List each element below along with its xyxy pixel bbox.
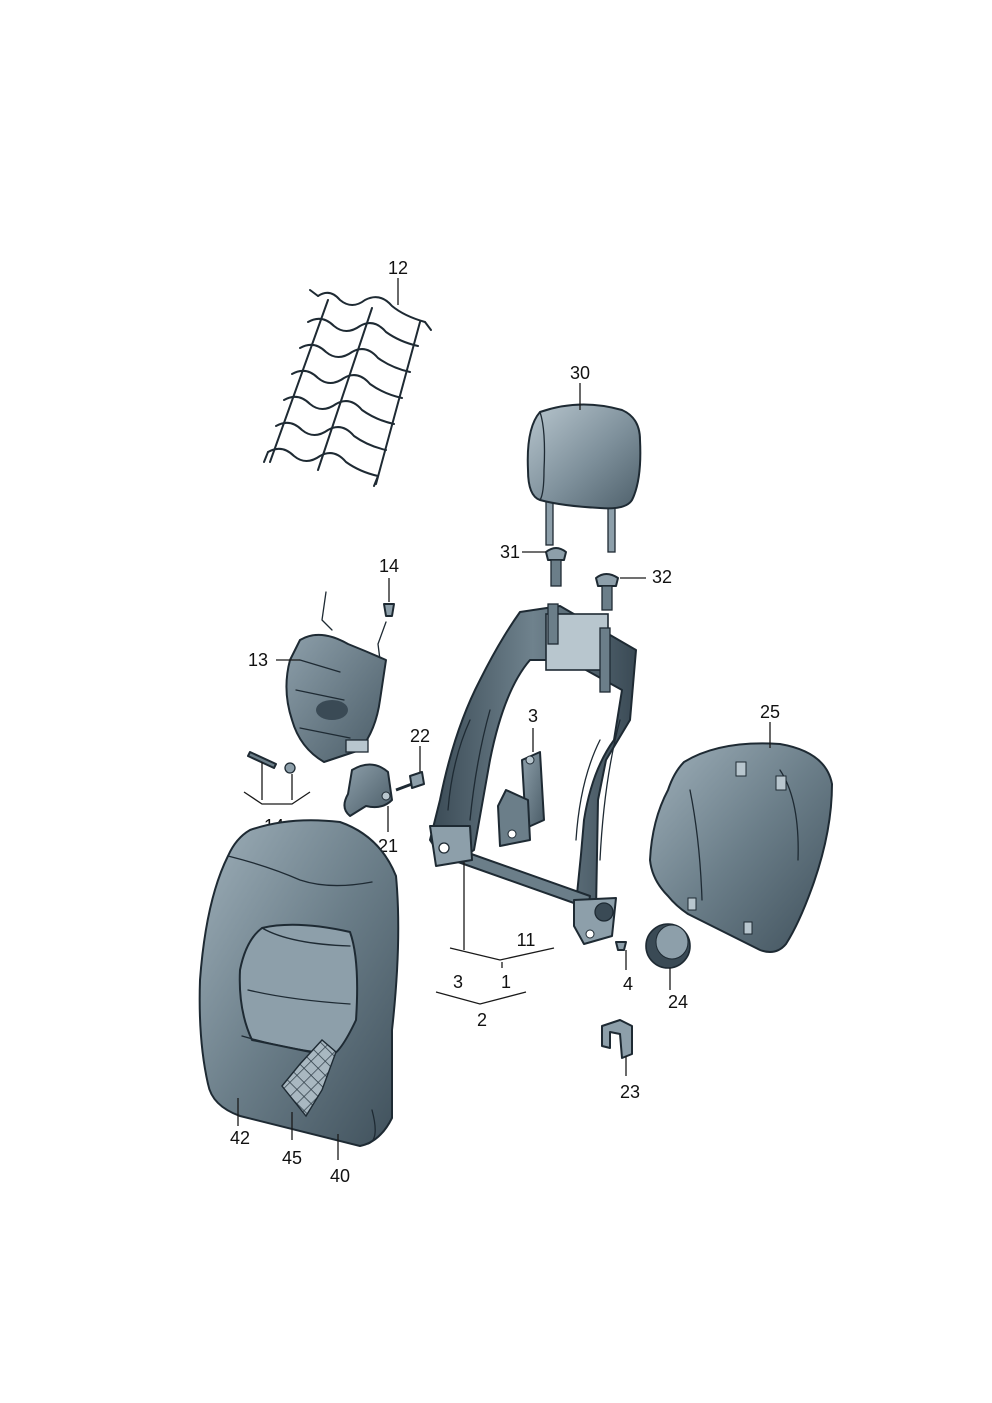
spring-mat-part-12	[263, 289, 432, 487]
screw-part-4	[615, 941, 627, 951]
label-12: 12	[388, 258, 408, 278]
bolt-part-14	[247, 751, 296, 774]
label-40: 40	[330, 1166, 350, 1186]
label-24: 24	[668, 992, 688, 1012]
label-25: 25	[760, 702, 780, 722]
rear-panel-part-25	[649, 742, 833, 953]
clip-part-23	[601, 1019, 633, 1059]
label-42: 42	[230, 1128, 250, 1148]
label-4: 4	[623, 974, 633, 994]
lumbar-support-part-13	[285, 591, 387, 763]
label-45: 45	[282, 1148, 302, 1168]
label-1: 1	[501, 972, 511, 992]
label-31: 31	[500, 542, 520, 562]
headrest-part-30	[526, 403, 642, 553]
label-23: 23	[620, 1082, 640, 1102]
headrest-guide-part-31	[545, 547, 567, 587]
label-13: 13	[248, 650, 268, 670]
label-11: 11	[517, 930, 536, 950]
label-3-top: 3	[528, 706, 538, 726]
label-21: 21	[378, 836, 398, 856]
adjuster-motor-part-3	[497, 751, 545, 847]
label-14-top: 14	[379, 556, 399, 576]
backrest-cushion-part-40	[198, 819, 400, 1147]
label-3-bottom: 3	[453, 972, 463, 992]
backrest-frame-part-11	[429, 603, 637, 945]
label-30: 30	[570, 363, 590, 383]
clip-part-14-top	[383, 603, 395, 617]
label-32: 32	[652, 567, 672, 587]
label-2: 2	[477, 1010, 487, 1030]
bolt-part-22	[395, 771, 425, 792]
cap-part-24	[645, 923, 691, 969]
headrest-guide-part-32	[595, 573, 619, 611]
label-22: 22	[410, 726, 430, 746]
cover-cap-part-21	[343, 763, 393, 817]
